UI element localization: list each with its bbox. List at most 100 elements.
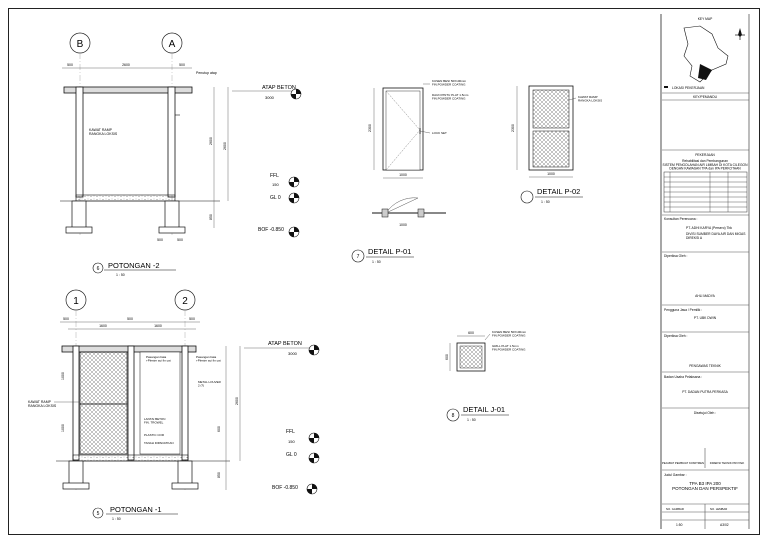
- potongan-1-number: 5: [97, 511, 100, 517]
- drawing-title-label: Judul Gambar :: [664, 473, 687, 477]
- sheet-label: NO. LEMBAR: [710, 507, 727, 511]
- potongan-2-number: 6: [97, 266, 100, 272]
- grid-2-label: 2: [182, 296, 188, 307]
- p1-dim-b: 1000: [61, 424, 65, 432]
- atap-value-2: 3000: [265, 95, 275, 100]
- p02-dim-w: 1000: [547, 172, 555, 176]
- approved-label: Diperiksa Oleh :: [664, 254, 688, 258]
- gl-label-2: GL 0: [270, 195, 281, 201]
- checked-label: Diperiksa Oleh :: [664, 334, 688, 338]
- drawing-sheet-border: [8, 8, 760, 535]
- agency-name: PT. UBK DWIN: [694, 316, 717, 320]
- j01-title: DETAIL J-01: [463, 405, 505, 414]
- grid-1-label: 1: [73, 296, 79, 307]
- gl-label-1: GL 0: [286, 452, 297, 458]
- dim-side-2: 2600: [209, 137, 213, 145]
- key-map-caption: LOKASI PEKERJAAN: [672, 86, 705, 90]
- p01-title: DETAIL P-01: [368, 247, 411, 256]
- sheet-no-label: NO. GAMBAR: [666, 507, 684, 511]
- dim-side-2b: 2600: [223, 142, 227, 150]
- title-block-text: KEY MAP LOKASI PEKERJAAN KEY/PEMANDU PEK…: [662, 17, 748, 527]
- potongan-2-section: B A 500 2600 500 Penutup atap KAWAT RAMP…: [60, 32, 302, 277]
- dim-low-2: 850: [209, 214, 213, 220]
- scale-value: 1:50: [676, 523, 683, 527]
- ffl-value-1: 150: [288, 439, 295, 444]
- dim-top-2: 2600: [122, 63, 130, 67]
- bof-label-2: BOF -0.850: [258, 227, 284, 233]
- j01-scale: 1 : 50: [467, 418, 476, 422]
- p01-dim-w2: 1000: [399, 223, 407, 227]
- p02-title: DETAIL P-02: [537, 187, 580, 196]
- potongan-2-scale: 1 : 50: [116, 273, 125, 277]
- project-header: PEKERJAAN: [695, 153, 715, 157]
- grid-b-label: B: [77, 39, 84, 50]
- note-b: Pasangan bata+Plester aci fin cat: [196, 355, 221, 362]
- note-a: Pasangan bata+Plester aci fin cat: [146, 355, 171, 362]
- potongan-1-title: POTONGAN -1: [110, 505, 162, 514]
- key-map-label: KEY MAP: [698, 17, 713, 21]
- note-f: TANAH DIPADATKAN: [144, 441, 174, 445]
- p1-dim-top-1: 500: [63, 317, 69, 321]
- potongan-2-title: POTONGAN -2: [108, 261, 160, 270]
- sheet-value: A3/02: [720, 523, 729, 527]
- note-e: PLASTIC COR: [144, 433, 165, 437]
- approved-sign: AHLI MADYA: [695, 294, 716, 298]
- atap-value-1: 3000: [288, 351, 298, 356]
- dim-top-1: 500: [67, 63, 73, 67]
- p01-scale: 1 : 50: [372, 260, 381, 264]
- reviewed-label: Disetujui Oleh :: [694, 411, 716, 415]
- ffl-label-2: FFL: [270, 173, 279, 179]
- p01-dim-h: 2300: [368, 124, 372, 132]
- consultant-label: Konsultan Perencana :: [664, 217, 697, 221]
- p02-scale: 1 : 50: [541, 200, 550, 204]
- bof-label-1: BOF -0.850: [272, 485, 298, 491]
- p1-dim-top-5: 500: [189, 317, 195, 321]
- p1-dim-d: 850: [217, 472, 221, 478]
- grid-a-label: A: [169, 39, 176, 50]
- p1-dim-top-3: 500: [127, 317, 133, 321]
- ffl-value-2: 150: [272, 182, 279, 187]
- p1-dim-side: 2600: [235, 397, 239, 405]
- note-roof: Penutup atap: [196, 71, 217, 75]
- potongan-1-scale: 1 : 50: [112, 517, 121, 521]
- agency-label: Pengguna Jasa / Pemilik :: [664, 308, 702, 312]
- p01-dim-w: 1000: [399, 173, 407, 177]
- p01-number: 7: [357, 254, 360, 260]
- owner-name: PT. DADAN PUTRA PERKASA: [682, 390, 728, 394]
- atap-label-2: ATAP BETON: [262, 85, 296, 91]
- ffl-label-1: FFL: [286, 429, 295, 435]
- p1-dim-top-4: 1600: [154, 324, 162, 328]
- dim-top-3: 500: [179, 63, 185, 67]
- p1-dim-c: 600: [217, 426, 221, 432]
- checked-sign: PENGAWAS TEKNIK: [689, 364, 721, 368]
- atap-label-1: ATAP BETON: [268, 341, 302, 347]
- consultant-name: PT. ADHI KARYA (Persero) Tbk: [686, 226, 732, 230]
- p01-note-3: LOCK SET: [432, 131, 447, 135]
- sign-right: DIREKSI TEKNIK PROYEK: [710, 461, 745, 465]
- j01-dim-h: 600: [445, 354, 449, 360]
- dim-bottom-1: 500: [157, 238, 163, 242]
- p02-dim-h: 2300: [511, 124, 515, 132]
- revision-table: [663, 171, 748, 213]
- dim-bottom-2: 500: [177, 238, 183, 242]
- owner-label: Badan Usaha Pelaksana :: [664, 375, 702, 379]
- p1-dim-top-2: 1600: [99, 324, 107, 328]
- sign-left: PEJABAT PEMBUAT KOMITMEN: [662, 461, 704, 465]
- j01-number: 8: [452, 413, 455, 419]
